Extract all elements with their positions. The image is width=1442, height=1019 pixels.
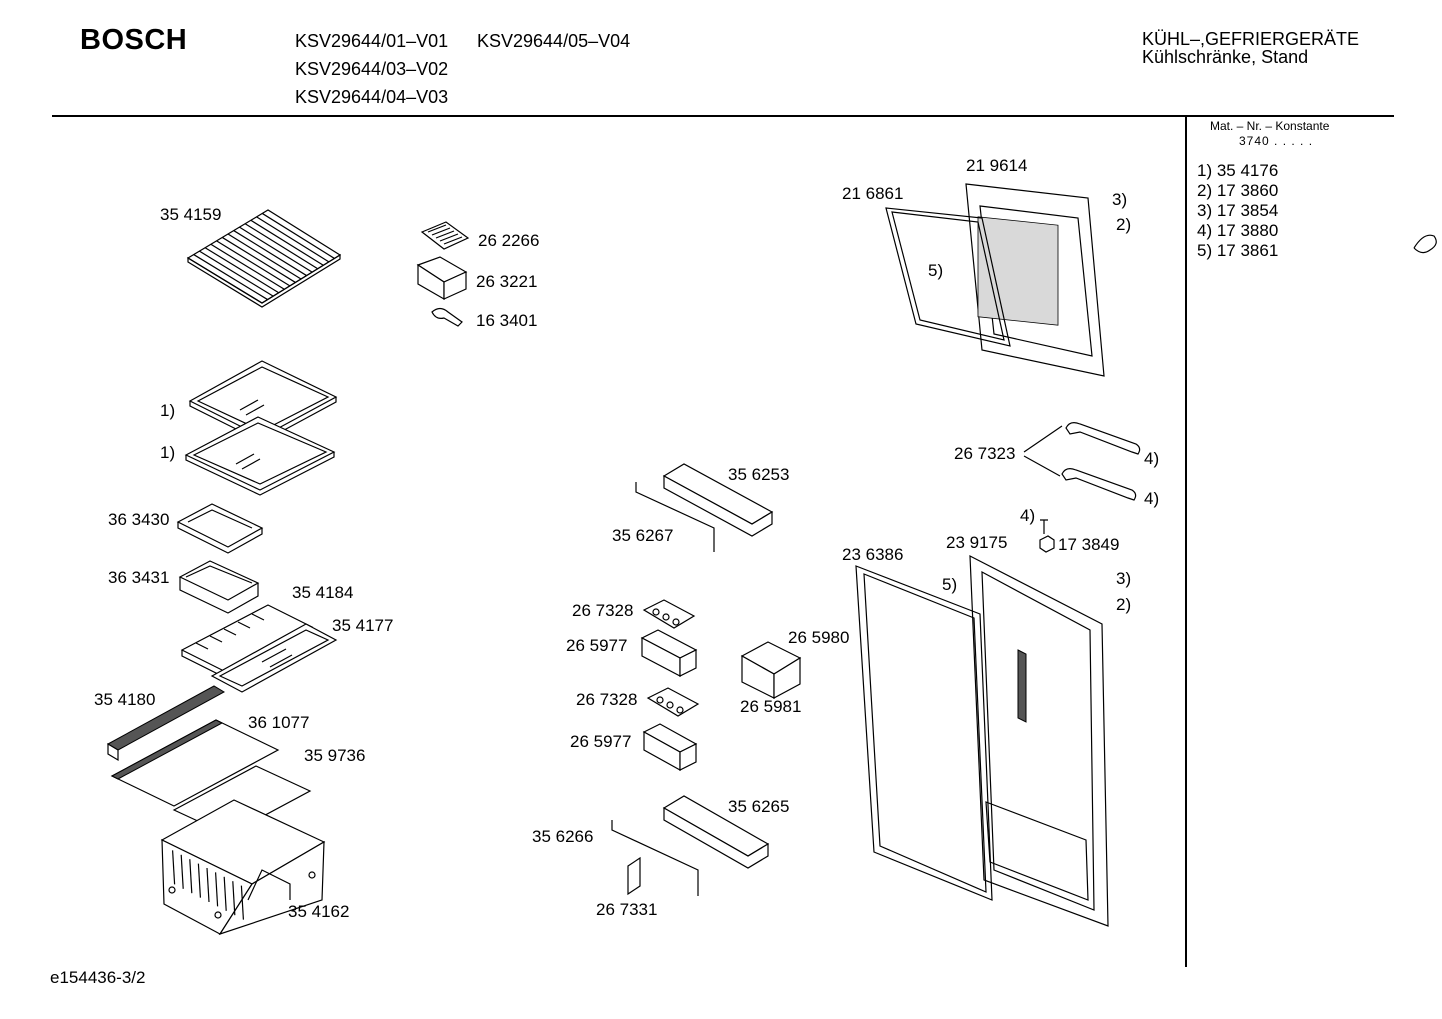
part-label-354162: 35 4162: [288, 902, 350, 921]
vent-strip-drawing: [106, 685, 226, 762]
part-label-354177: 35 4177: [332, 616, 394, 635]
door-shelf-upper-drawing: [635, 463, 774, 552]
part-label-219614: 21 9614: [966, 156, 1028, 175]
cube-17-3849-drawing: [1039, 535, 1055, 553]
part-label-216861: 21 6861: [842, 184, 904, 203]
part-label-163401: 16 3401: [476, 311, 538, 330]
category-title: KÜHL–,GEFRIERGERÄTE: [1142, 29, 1360, 49]
drawing-code: e154436-3/2: [50, 968, 146, 987]
part-label-note4-upper: 4): [1144, 449, 1160, 468]
egg-tray-lower-drawing: [646, 687, 700, 717]
fridge-gasket-drawing: [855, 565, 993, 901]
part-label-265980: 26 5980: [788, 628, 850, 647]
part-label-356265: 35 6265: [728, 797, 790, 816]
tray-36-3430-drawing: [176, 503, 264, 554]
part-label-354184: 35 4184: [292, 583, 354, 602]
part-label-267328-lower: 26 7328: [576, 690, 638, 709]
part-label-356266: 35 6266: [532, 827, 594, 846]
freezer-door-drawing: [965, 183, 1105, 377]
part-label-note3-lower: 3): [1116, 569, 1132, 588]
brand-logo: BOSCH: [80, 24, 188, 56]
part-label-173849: 17 3849: [1058, 535, 1120, 554]
crisper-cover-drawing: [180, 604, 314, 679]
ice-tray-drawing: [420, 221, 470, 250]
part-label-363430: 36 3430: [108, 510, 170, 529]
part-label-note1-lower: 1): [160, 443, 176, 462]
model-number-2: KSV29644/05–V04: [477, 31, 631, 51]
model-number-4: KSV29644/04–V03: [295, 87, 449, 107]
crisper-box-drawing: [160, 799, 326, 936]
crisper-panel-drawing: [110, 719, 280, 807]
tray-36-3431-drawing: [178, 560, 260, 614]
handle-upper-drawing: [1065, 422, 1141, 455]
part-label-note5-lower: 5): [942, 575, 958, 594]
part-label-note1-upper: 1): [160, 401, 176, 420]
part-label-267328-upper: 26 7328: [572, 601, 634, 620]
door-shelf-lower-drawing: [611, 795, 770, 896]
handle-lower-drawing: [1061, 468, 1137, 501]
crisper-glass-drawing: [210, 623, 338, 693]
part-label-note2-upper: 2): [1116, 215, 1132, 234]
glass-shelf-upper-drawing: [188, 360, 338, 443]
model-number-1: KSV29644/01–V01: [295, 31, 449, 51]
mat-nr-header: Mat. – Nr. – Konstante: [1210, 119, 1330, 133]
category-subtitle: Kühlschränke, Stand: [1142, 47, 1309, 67]
clip-26-7331-drawing: [627, 856, 641, 896]
freezer-gasket-drawing: [885, 207, 1011, 347]
egg-tray-upper-drawing: [642, 599, 696, 629]
part-label-236386: 23 6386: [842, 545, 904, 564]
part-label-267323: 26 7323: [954, 444, 1016, 463]
handle-leader-lines: [1023, 425, 1063, 477]
part-label-239175: 23 9175: [946, 533, 1008, 552]
ice-scraper-drawing: [431, 307, 463, 327]
footnote-5: 5) 17 3861: [1197, 241, 1279, 260]
glass-shelf-lower-drawing: [184, 416, 336, 496]
wire-shelf-drawing: [186, 209, 342, 308]
ice-box-drawing: [416, 256, 468, 301]
footnote-4: 4) 17 3880: [1197, 221, 1279, 240]
footnote-2: 2) 17 3860: [1197, 181, 1279, 200]
small-box-upper-drawing: [640, 629, 698, 677]
part-label-354180: 35 4180: [94, 690, 156, 709]
part-label-359736: 35 9736: [304, 746, 366, 765]
part-label-363431: 36 3431: [108, 568, 170, 587]
fridge-door-drawing: [969, 554, 1109, 927]
part-label-note3-upper: 3): [1112, 190, 1128, 209]
part-label-262266: 26 2266: [478, 231, 540, 250]
footnote-3: 3) 17 3854: [1197, 201, 1279, 220]
edge-mark: [1413, 234, 1437, 254]
part-label-note2-lower: 2): [1116, 595, 1132, 614]
part-label-361077: 36 1077: [248, 713, 310, 732]
part-label-267331: 26 7331: [596, 900, 658, 919]
part-label-note4-screw: 4): [1020, 506, 1036, 525]
header-divider: [52, 115, 1394, 117]
sidebar-divider: [1185, 117, 1187, 967]
part-label-265977-lower: 26 5977: [570, 732, 632, 751]
part-label-note5-upper: 5): [928, 261, 944, 280]
part-label-356253: 35 6253: [728, 465, 790, 484]
part-label-356267: 35 6267: [612, 526, 674, 545]
part-label-265977-upper: 26 5977: [566, 636, 628, 655]
mat-nr-value: 3740 . . . . .: [1239, 134, 1314, 148]
part-label-354159: 35 4159: [160, 205, 222, 224]
part-label-263221: 26 3221: [476, 272, 538, 291]
footnote-1: 1) 35 4176: [1197, 161, 1279, 180]
part-label-note4-middle: 4): [1144, 489, 1160, 508]
part-label-265981: 26 5981: [740, 697, 802, 716]
model-number-3: KSV29644/03–V02: [295, 59, 449, 79]
small-box-lower-drawing: [642, 723, 698, 772]
bracket-box-drawing: [740, 641, 802, 700]
screw-4-drawing: [1040, 519, 1048, 534]
